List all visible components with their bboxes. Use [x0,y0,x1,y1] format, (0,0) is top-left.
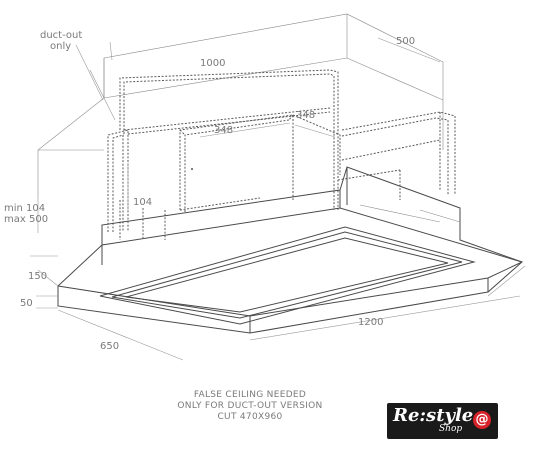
dim-height-104: 104 [133,197,152,208]
duct-out-label-line2: only [50,41,71,52]
logo-brand-text: Re:style [393,405,474,426]
installation-note: FALSE CEILING NEEDED ONLY FOR DUCT-OUT V… [150,390,350,423]
dim-width-bottom: 1200 [358,317,383,328]
brand-logo: Re:style Shop @ [387,403,498,439]
note-line-2: ONLY FOR DUCT-OUT VERSION [177,401,323,411]
dim-inner-b: 348 [296,110,315,121]
dim-depth-top: 500 [396,36,415,47]
ceiling-outline [37,13,444,198]
dim-inner-a: 348 [214,125,233,136]
dim-min-height: min 104 [4,203,45,214]
hood-body [57,166,524,334]
note-line-1: FALSE CEILING NEEDED [193,390,307,400]
dim-depth-bottom: 650 [100,341,119,352]
logo-sub-text: Shop [439,424,463,434]
note-line-3: CUT 470X960 [217,412,283,422]
duct-out-frame [107,69,456,240]
dim-body-height: 150 [28,271,47,282]
duct-out-label-line1: duct-out [40,30,82,41]
dimension-labels: duct-out only 1000 500 348 348 104 min 1… [4,30,415,352]
dim-width-top: 1000 [200,58,225,69]
dim-max-height: max 500 [4,214,48,225]
dimension-lines [30,37,526,361]
dim-frame-height: 50 [20,298,33,309]
logo-at-icon: @ [473,411,491,429]
